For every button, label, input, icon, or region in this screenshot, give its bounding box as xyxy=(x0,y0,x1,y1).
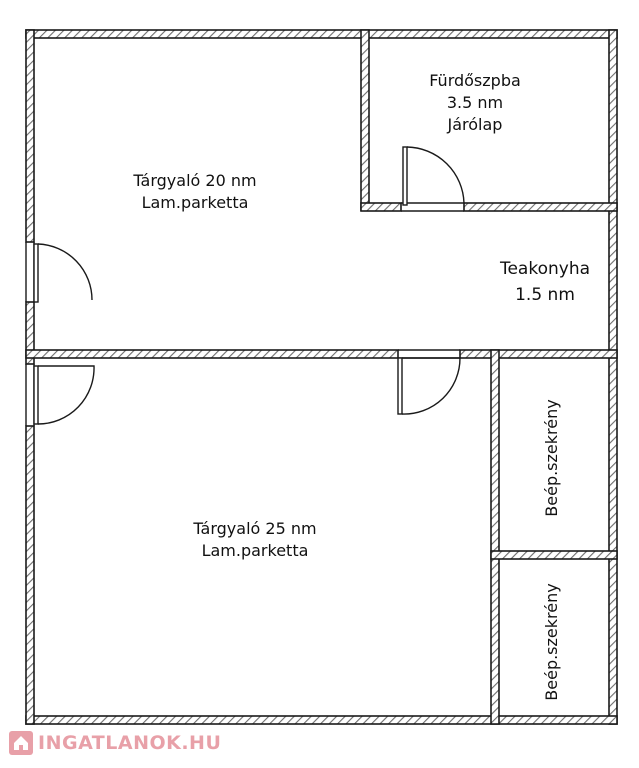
wall-bathroom-bottom-b xyxy=(463,202,618,212)
door-left-lower xyxy=(25,364,95,426)
watermark-text: INGATLANOK.HU xyxy=(38,732,222,754)
wall-middle-a xyxy=(25,349,399,359)
room-bathroom-area: 3.5 nm xyxy=(446,93,504,112)
house-icon xyxy=(9,731,33,755)
room-kitchenette-label: Teakonyha 1.5 nm xyxy=(470,256,620,308)
wall-bathroom-left xyxy=(360,29,370,211)
room-meeting-20-name: Tárgyaló 20 nm xyxy=(133,171,257,190)
room-kitchenette-name: Teakonyha xyxy=(499,259,591,279)
wall-left-mid xyxy=(25,301,35,365)
room-meeting-25-label: Tárgyaló 25 nm Lam.parketta xyxy=(165,518,345,562)
wall-left-bottom xyxy=(25,425,35,725)
inner-walls xyxy=(25,29,618,725)
wall-wardrobe-left xyxy=(490,349,500,725)
room-meeting-25-name: Tárgyaló 25 nm xyxy=(193,519,317,538)
wall-bathroom-bottom-a xyxy=(360,202,402,212)
outer-walls xyxy=(25,29,618,725)
room-bathroom-name: Fürdőszpba xyxy=(429,71,521,90)
doors xyxy=(25,146,465,426)
wall-top xyxy=(25,29,618,39)
room-bathroom-label: Fürdőszpba 3.5 nm Járólap xyxy=(400,70,550,136)
door-middle xyxy=(397,349,461,415)
door-left-upper xyxy=(25,242,93,303)
wall-middle-b xyxy=(459,349,618,359)
wall-bottom xyxy=(25,715,618,725)
room-kitchenette-area: 1.5 nm xyxy=(515,285,575,305)
room-meeting-20-floor: Lam.parketta xyxy=(141,193,249,212)
watermark-logo: INGATLANOK.HU xyxy=(4,728,228,758)
room-meeting-20-label: Tárgyaló 20 nm Lam.parketta xyxy=(105,170,285,214)
wardrobe-upper-label: Beép.szekrény xyxy=(542,399,561,517)
wall-left-top xyxy=(25,29,35,243)
room-bathroom-floor: Járólap xyxy=(447,115,503,134)
wall-wardrobe-divider xyxy=(490,550,618,560)
wardrobe-lower-label: Beép.szekrény xyxy=(542,583,561,701)
wall-right xyxy=(608,29,618,725)
room-meeting-25-floor: Lam.parketta xyxy=(201,541,309,560)
door-bathroom xyxy=(401,146,465,212)
